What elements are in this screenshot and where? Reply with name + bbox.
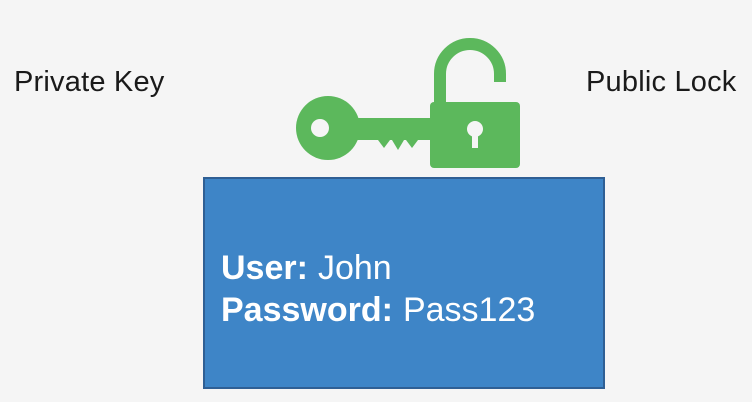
password-label: Password: bbox=[221, 291, 393, 329]
private-key-label: Private Key bbox=[14, 66, 165, 98]
password-value: Pass123 bbox=[402, 291, 536, 329]
public-lock-label: Public Lock bbox=[586, 66, 737, 98]
key-and-lock-illustration bbox=[296, 38, 520, 168]
user-value: John bbox=[317, 249, 392, 287]
password-line: Password:Pass123 bbox=[221, 291, 535, 330]
key-icon bbox=[296, 96, 438, 160]
user-label: User: bbox=[221, 249, 308, 287]
user-line: User:John bbox=[221, 249, 392, 288]
credentials-card: User:John Password:Pass123 bbox=[203, 177, 605, 389]
open-padlock-icon bbox=[430, 38, 520, 168]
